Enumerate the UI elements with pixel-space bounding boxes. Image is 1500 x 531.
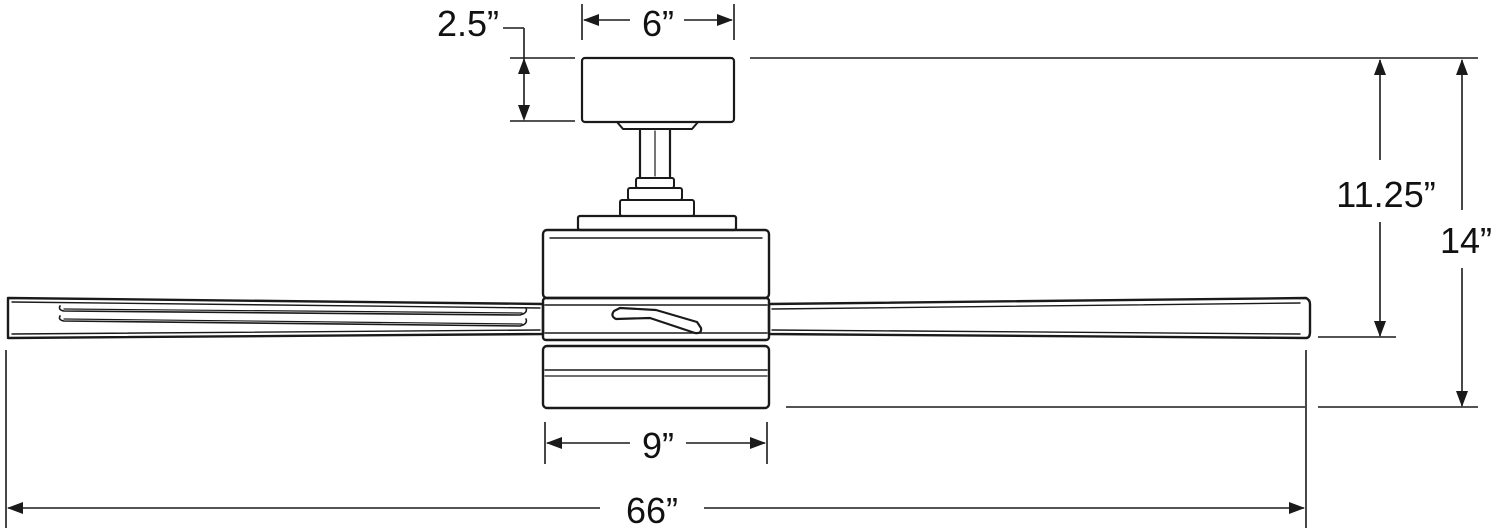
dim-canopy-width [581,4,735,40]
label-canopy-height: 2.5” [437,3,499,44]
dim-blade-span [5,350,1307,528]
blade-iron [611,306,703,335]
blade-left [6,296,545,340]
canopy [580,56,736,124]
downrod [638,127,672,180]
motor-housing-upper [541,228,771,300]
dim-motor-width [544,422,768,464]
downrod-collar [616,121,699,130]
label-blade-span: 66” [626,490,678,531]
dim-overall-height [786,59,1478,408]
label-ceiling-to-blade: 11.25” [1336,174,1435,215]
motor-housing-lower [541,344,771,410]
dim-canopy-height [503,27,575,122]
housing-cap [576,214,738,232]
motor-housing-mid [541,296,771,342]
label-overall-height: 14” [1440,220,1492,261]
blade-right [767,296,1312,340]
label-motor-width: 9” [642,425,674,466]
downrod-coupler [619,177,695,217]
dim-ceiling-to-blade [1318,59,1396,338]
fan-body [6,56,1312,410]
label-canopy-width: 6” [642,3,674,44]
